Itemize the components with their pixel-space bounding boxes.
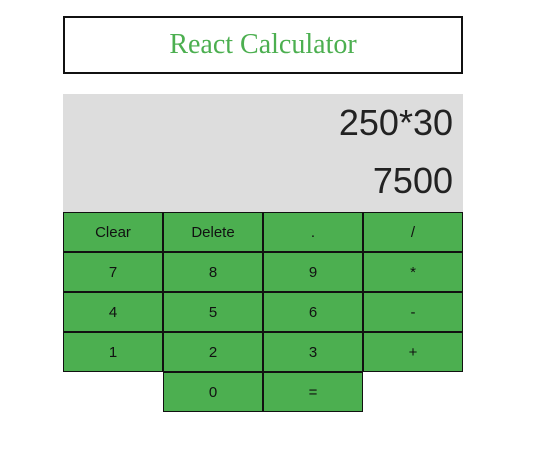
digit-9-button[interactable]: 9 bbox=[263, 252, 363, 292]
digit-6-button[interactable]: 6 bbox=[263, 292, 363, 332]
clear-button[interactable]: Clear bbox=[63, 212, 163, 252]
divide-button[interactable]: / bbox=[363, 212, 463, 252]
keypad: Clear Delete . / 7 8 9 * 4 5 6 - 1 2 3 +… bbox=[63, 212, 463, 412]
keypad-row: 1 2 3 + bbox=[63, 332, 463, 372]
digit-1-button[interactable]: 1 bbox=[63, 332, 163, 372]
add-button[interactable]: + bbox=[363, 332, 463, 372]
digit-0-button[interactable]: 0 bbox=[163, 372, 263, 412]
keypad-row: 4 5 6 - bbox=[63, 292, 463, 332]
title-banner: React Calculator bbox=[63, 16, 463, 74]
multiply-button[interactable]: * bbox=[363, 252, 463, 292]
keypad-row: 0 = bbox=[63, 372, 463, 412]
digit-5-button[interactable]: 5 bbox=[163, 292, 263, 332]
equals-button[interactable]: = bbox=[263, 372, 363, 412]
decimal-button[interactable]: . bbox=[263, 212, 363, 252]
result-readout: 7500 bbox=[372, 160, 453, 201]
digit-2-button[interactable]: 2 bbox=[163, 332, 263, 372]
calculator-display: 250*30 7500 bbox=[63, 94, 463, 212]
delete-button[interactable]: Delete bbox=[163, 212, 263, 252]
keypad-row: Clear Delete . / bbox=[63, 212, 463, 252]
subtract-button[interactable]: - bbox=[363, 292, 463, 332]
keypad-spacer bbox=[63, 372, 163, 412]
digit-8-button[interactable]: 8 bbox=[163, 252, 263, 292]
digit-4-button[interactable]: 4 bbox=[63, 292, 163, 332]
app-title: React Calculator bbox=[169, 29, 357, 60]
digit-3-button[interactable]: 3 bbox=[263, 332, 363, 372]
expression-readout: 250*30 bbox=[338, 102, 453, 143]
keypad-row: 7 8 9 * bbox=[63, 252, 463, 292]
digit-7-button[interactable]: 7 bbox=[63, 252, 163, 292]
